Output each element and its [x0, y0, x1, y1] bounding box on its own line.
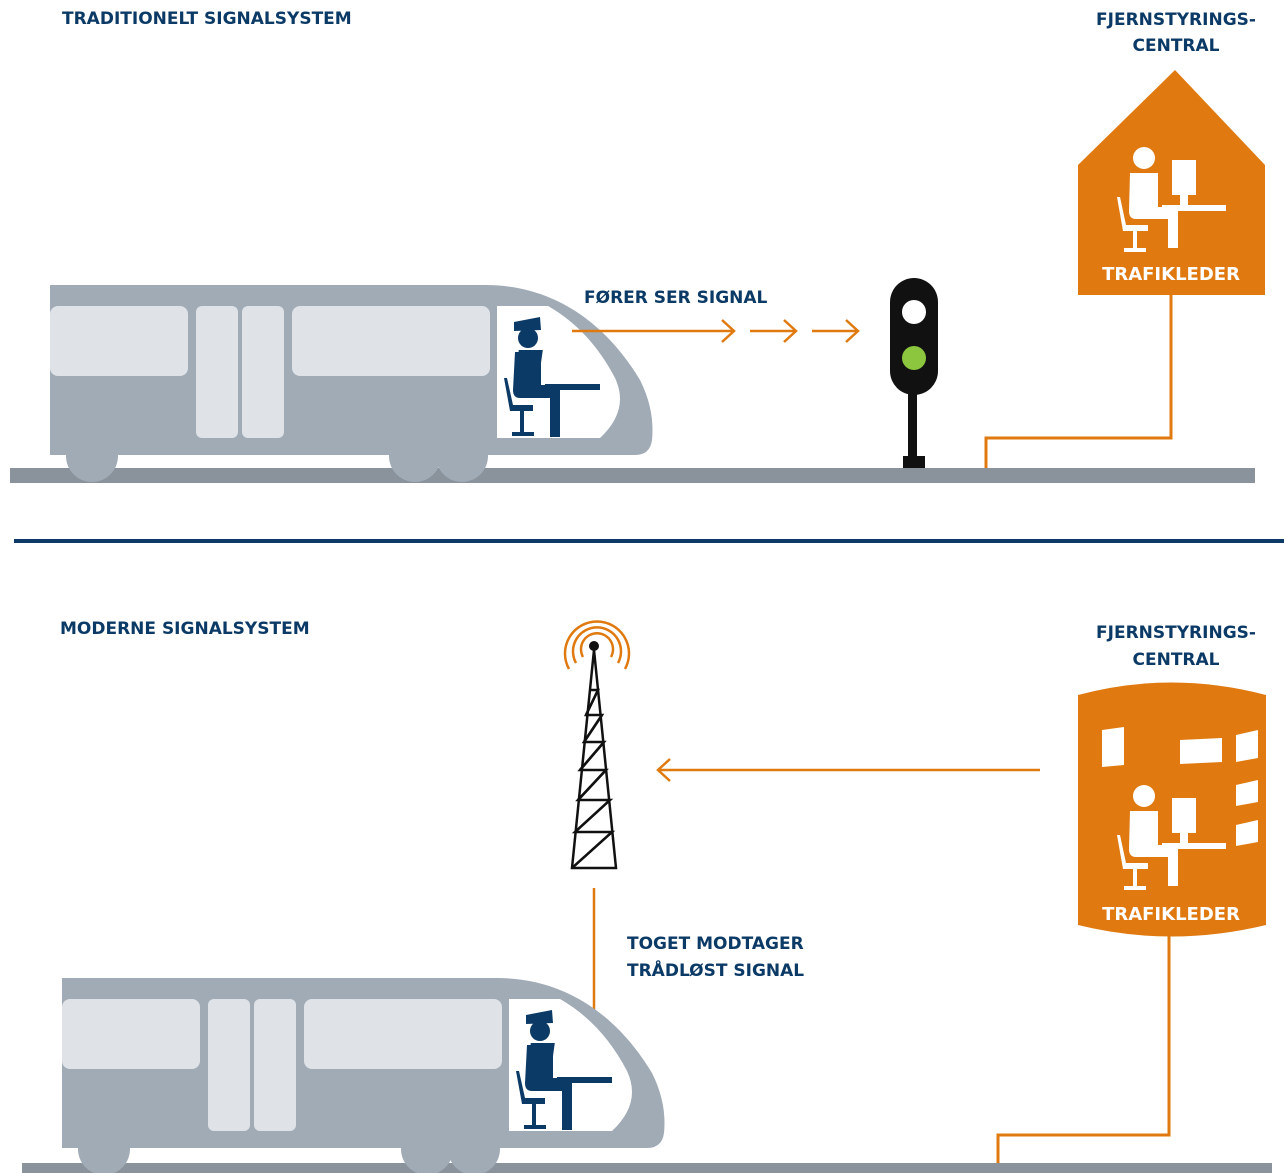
train-icon [50, 285, 653, 482]
train-receives-label-line2: TRÅDLØST SIGNAL [627, 958, 804, 981]
sight-arrows [572, 319, 860, 343]
control-center-cylinder-icon: TRAFIKLEDER [1078, 682, 1266, 937]
top-center-title-line1: FJERNSTYRINGS- [1096, 10, 1256, 30]
train-receives-label-line1: TOGET MODTAGER [627, 934, 804, 954]
traffic-signal-icon [890, 278, 938, 468]
radio-tower-icon [563, 620, 631, 870]
bottom-center-title-line2: CENTRAL [1133, 650, 1220, 670]
section-divider [14, 539, 1284, 543]
top-center-track-connection [984, 295, 1173, 468]
top-section-title: TRADITIONELT SIGNALSYSTEM [62, 9, 352, 29]
top-track [10, 468, 1255, 483]
top-center-title-line2: CENTRAL [1133, 36, 1220, 56]
center-to-tower-arrow [656, 758, 1040, 782]
driver-sees-signal-label: FØRER SER SIGNAL [584, 288, 768, 308]
bottom-section-title: MODERNE SIGNALSYSTEM [60, 619, 310, 639]
control-center-house-icon: TRAFIKLEDER [1078, 70, 1265, 295]
bottom-center-track-connection [996, 936, 1171, 1165]
bottom-center-role-label: TRAFIKLEDER [1102, 904, 1240, 925]
top-center-role-label: TRAFIKLEDER [1102, 264, 1240, 285]
bottom-track [22, 1163, 1272, 1173]
bottom-center-title-line1: FJERNSTYRINGS- [1096, 623, 1256, 643]
train-icon-bottom [62, 978, 665, 1173]
